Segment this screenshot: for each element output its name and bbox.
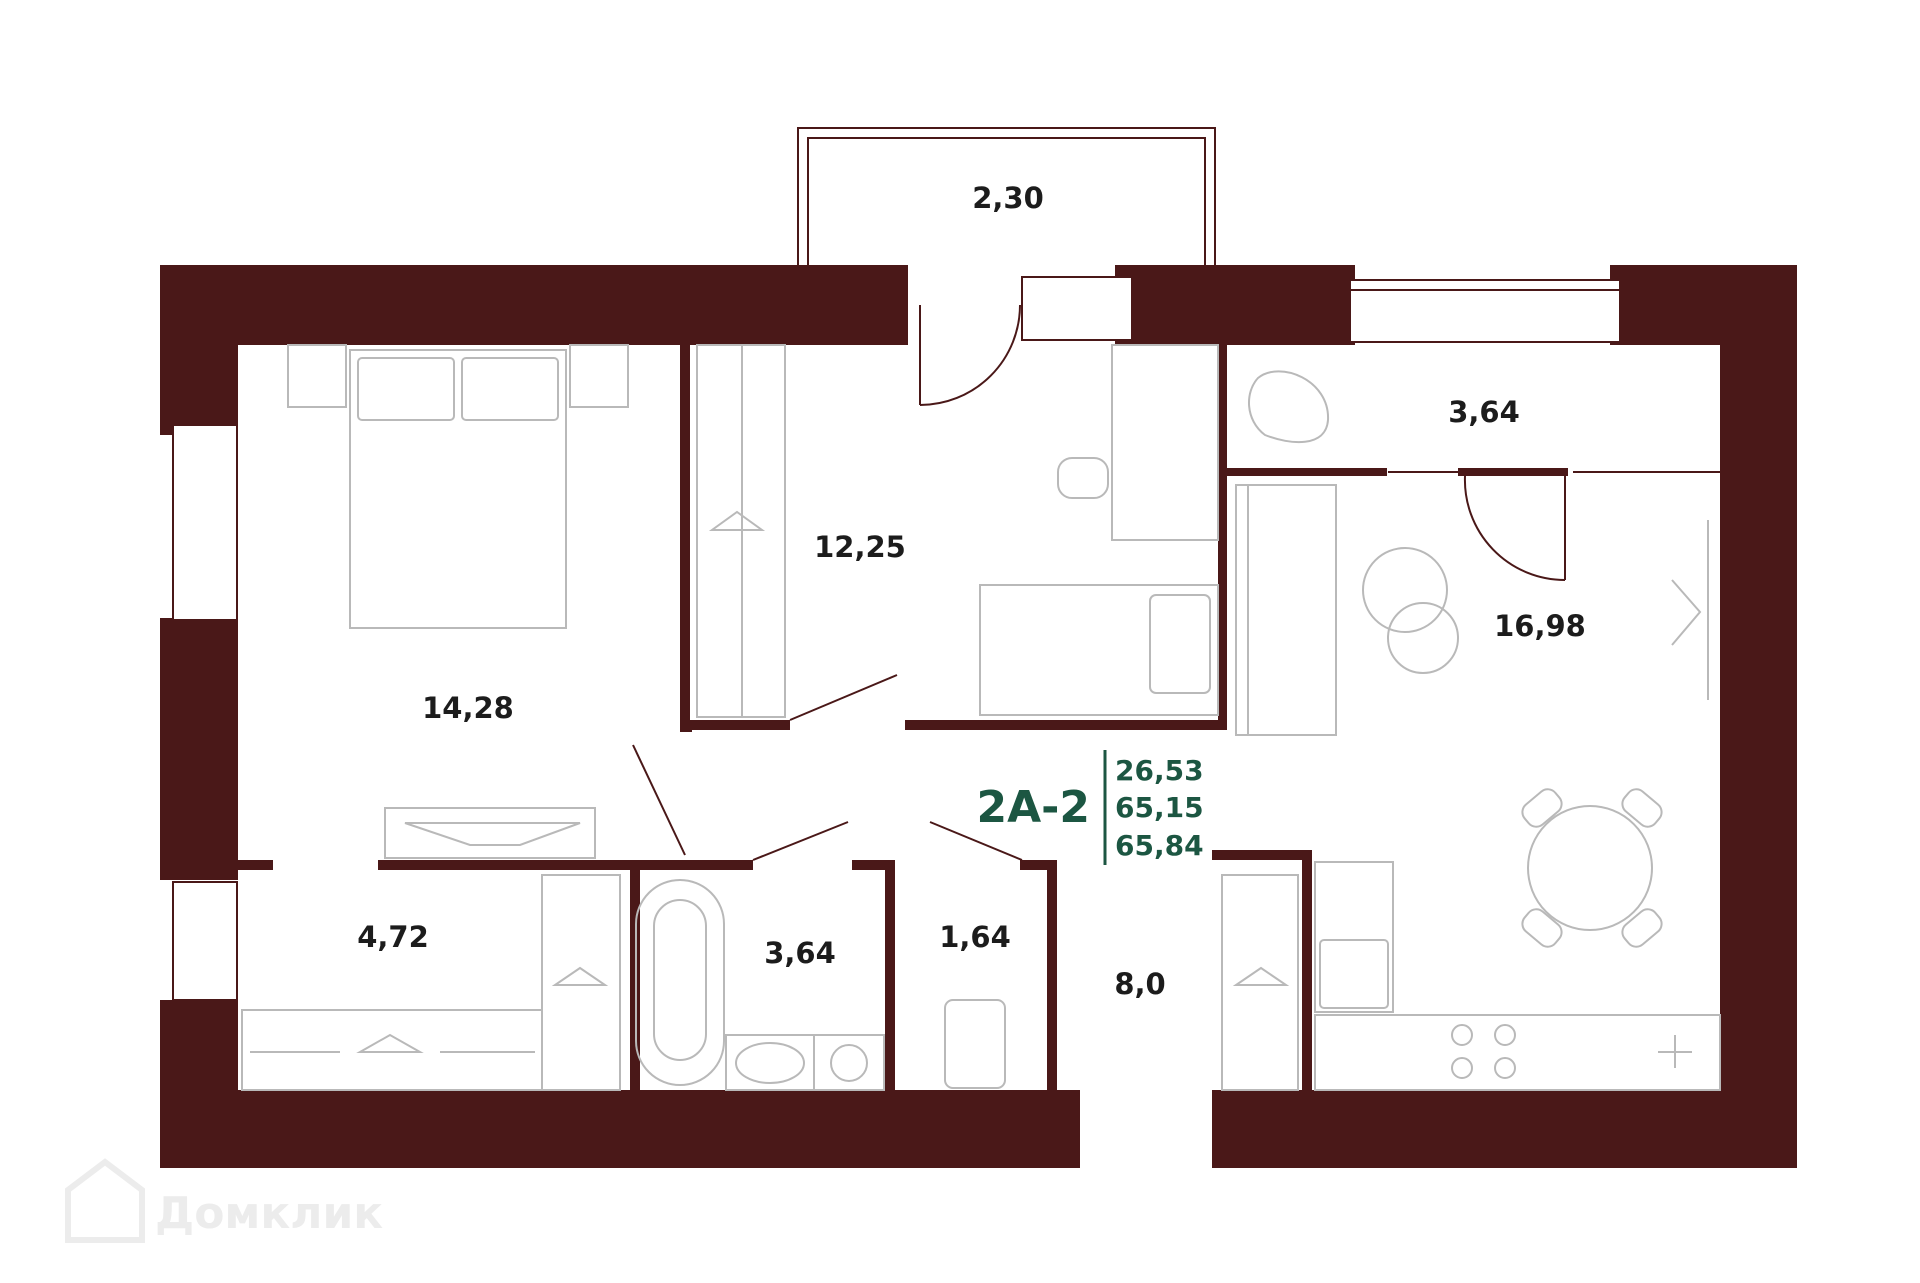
room-area-wc: 1,64	[939, 920, 1011, 954]
room-area-storage: 3,64	[1448, 395, 1520, 429]
watermark: Домклик	[65, 1158, 383, 1243]
room-area-kitchen-living: 16,98	[1494, 609, 1586, 643]
balcony	[797, 127, 1216, 265]
room-labels: 2,30 12,25 14,28 4,72 3,64 1,64 8,0 3,64…	[357, 181, 1586, 1001]
room-area-bathroom: 3,64	[764, 936, 836, 970]
house-logo-icon	[65, 1158, 145, 1243]
stat-total-area-with-balcony: 65,84	[1115, 829, 1204, 862]
stat-living-area: 26,53	[1115, 754, 1204, 787]
windows	[172, 276, 1720, 1001]
room-area-wardrobe: 4,72	[357, 920, 429, 954]
room-area-bedroom: 14,28	[422, 691, 514, 725]
apartment-info: 2А-2 26,53 65,15 65,84	[976, 750, 1204, 865]
walls	[160, 265, 1797, 1168]
stat-total-area: 65,15	[1115, 791, 1204, 824]
watermark-text: Домклик	[155, 1188, 383, 1239]
room-area-living-room: 12,25	[814, 530, 906, 564]
furniture	[241, 344, 1721, 1091]
apartment-code: 2А-2	[976, 782, 1090, 833]
room-area-balcony: 2,30	[972, 181, 1044, 215]
room-area-hall: 8,0	[1114, 967, 1165, 1001]
doors	[632, 304, 1566, 861]
